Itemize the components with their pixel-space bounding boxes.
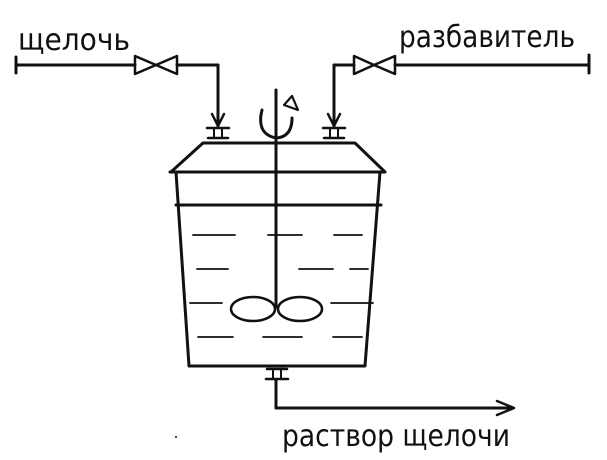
diluent-inlet-line xyxy=(326,53,591,128)
propeller-agitator-icon xyxy=(229,295,324,323)
mixing-tank xyxy=(174,170,383,368)
rotation-arrow-icon xyxy=(259,94,300,140)
outlet-line xyxy=(264,367,516,417)
liquid-level-lines xyxy=(189,234,374,338)
diluent-valve-icon xyxy=(352,54,397,76)
alkali-inlet-line xyxy=(14,54,226,128)
top-nozzles xyxy=(205,126,347,140)
speck-mark xyxy=(175,436,177,438)
alkali-inlet-label: щелочь xyxy=(18,23,130,58)
agitator xyxy=(229,88,324,323)
alkali-valve-icon xyxy=(133,54,179,76)
diluent-inlet-label: разбавитель xyxy=(399,20,575,55)
outlet-label: раствор щелочи xyxy=(282,419,510,454)
